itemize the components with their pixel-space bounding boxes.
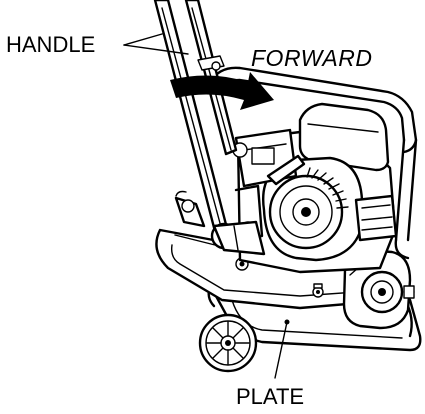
cooling-fins: [306, 167, 349, 209]
curved-arrow-right-icon: [170, 72, 274, 110]
transport-wheel: [198, 313, 258, 373]
forward-label: FORWARD: [251, 45, 373, 71]
plate-label: PLATE: [236, 384, 304, 409]
handle-label: HANDLE: [6, 32, 95, 57]
engine: [232, 102, 398, 274]
leader-lines: [123, 33, 290, 379]
